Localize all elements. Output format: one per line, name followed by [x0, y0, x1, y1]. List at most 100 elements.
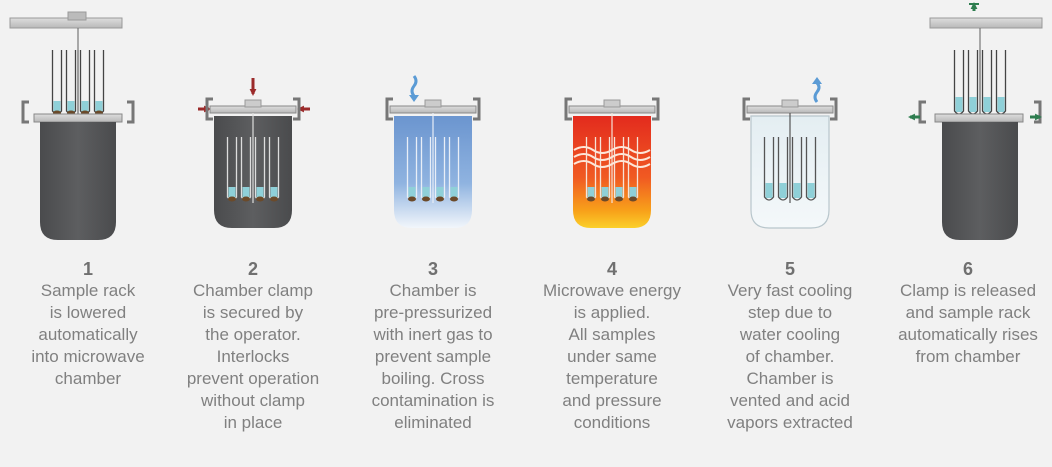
- clamp-right: [127, 100, 135, 124]
- step-description-line: under same: [567, 347, 657, 366]
- step-description-line: Interlocks: [216, 347, 290, 366]
- step-description-line: water cooling: [739, 325, 841, 344]
- test-tube: [953, 50, 965, 115]
- test-tube: [627, 137, 639, 202]
- rack-base: [934, 113, 1024, 123]
- step-description-line: eliminated: [394, 413, 472, 432]
- step-description-line: in place: [223, 413, 283, 432]
- rack-handle: [67, 11, 87, 21]
- clamp-right: [1034, 100, 1042, 124]
- chamber-vessel: [942, 122, 1018, 240]
- step-description-line: chamber: [54, 369, 122, 388]
- step-number: 2: [247, 259, 258, 279]
- outward-arrow-icon: [1030, 113, 1042, 121]
- up-squiggle-arrow-icon: [812, 77, 822, 103]
- step-description-line: Chamber is: [389, 281, 477, 300]
- clamp-right: [830, 97, 838, 121]
- step-description-line: the operator.: [205, 325, 301, 344]
- clamp-left: [205, 97, 213, 121]
- test-tube: [254, 137, 266, 202]
- step-5-illustration: [742, 77, 838, 229]
- test-tube: [406, 137, 418, 202]
- clamp-left: [742, 97, 750, 121]
- step-number: 6: [962, 259, 973, 279]
- step-description-line: pre-pressurized: [373, 303, 493, 322]
- step-3-illustration: [385, 75, 481, 228]
- test-tube: [599, 137, 611, 202]
- test-tube: [585, 137, 597, 202]
- step-number: 1: [82, 259, 93, 279]
- diagram-illustrations: [9, 2, 1043, 240]
- squiggle-arrow-icon: [409, 75, 419, 102]
- test-tube: [763, 137, 775, 201]
- step-description-line: All samples: [568, 325, 656, 344]
- step-description-line: Clamp is released: [899, 281, 1037, 300]
- test-tube: [805, 137, 817, 201]
- clamp-right: [473, 97, 481, 121]
- step-description-line: prevent operation: [186, 369, 320, 388]
- test-tube: [448, 137, 460, 202]
- test-tube: [93, 50, 105, 116]
- step-description-line: is applied.: [573, 303, 651, 322]
- rack-top-plate: [9, 17, 123, 29]
- rack-base: [33, 113, 123, 123]
- step-description-line: of chamber.: [745, 347, 835, 366]
- step-1-illustration: [9, 11, 135, 240]
- step-2-illustration: [198, 78, 310, 228]
- test-tube: [226, 137, 238, 202]
- step-description-line: into microwave: [31, 347, 145, 366]
- step-description-line: temperature: [566, 369, 658, 388]
- step-description-line: is secured by: [202, 303, 304, 322]
- step-description-line: from chamber: [915, 347, 1021, 366]
- clamp-left: [564, 97, 572, 121]
- up-arrow-icon: [970, 2, 978, 11]
- clamp-left: [918, 100, 926, 124]
- test-tube: [777, 137, 789, 201]
- step-description-line: Microwave energy: [543, 281, 681, 300]
- test-tube: [51, 50, 63, 116]
- step-description-line: Chamber clamp: [193, 281, 313, 300]
- test-tube: [240, 137, 252, 202]
- clamp-left: [21, 100, 29, 124]
- step-description-line: Sample rack: [40, 281, 136, 300]
- step-description-line: prevent sample: [374, 347, 492, 366]
- test-tube: [434, 137, 446, 202]
- rack-top-plate: [929, 17, 1043, 29]
- test-tube: [65, 50, 77, 116]
- step-number: 3: [427, 259, 438, 279]
- step-description-line: and sample rack: [905, 303, 1031, 322]
- step-description-line: without clamp: [201, 391, 305, 410]
- step-description-line: contamination is: [371, 391, 495, 410]
- step-6-illustration: [908, 2, 1043, 240]
- step-description-line: step due to: [747, 303, 833, 322]
- test-tube: [967, 50, 979, 115]
- test-tube: [420, 137, 432, 202]
- clamp-right: [652, 97, 660, 121]
- test-tube: [613, 137, 625, 202]
- step-description-line: with inert gas to: [373, 325, 493, 344]
- down-arrow-icon: [249, 78, 257, 96]
- test-tube: [79, 50, 91, 116]
- step-description-line: Chamber is: [746, 369, 834, 388]
- step-description-line: and pressure: [562, 391, 662, 410]
- outward-arrow-icon: [908, 113, 920, 121]
- chamber-vessel: [40, 122, 116, 240]
- test-tube: [995, 50, 1007, 115]
- step-description-line: automatically rises: [898, 325, 1038, 344]
- clamp-right: [293, 97, 301, 121]
- microwave-waves: [573, 146, 651, 168]
- step-number: 4: [606, 259, 617, 279]
- step-description-line: vented and acid: [729, 391, 851, 410]
- step-number: 5: [784, 259, 795, 279]
- step-description-line: conditions: [573, 413, 651, 432]
- test-tube: [268, 137, 280, 202]
- step-4-illustration: [564, 97, 660, 228]
- step-description-line: Very fast cooling: [727, 281, 853, 300]
- step-description-line: vapors extracted: [727, 413, 853, 432]
